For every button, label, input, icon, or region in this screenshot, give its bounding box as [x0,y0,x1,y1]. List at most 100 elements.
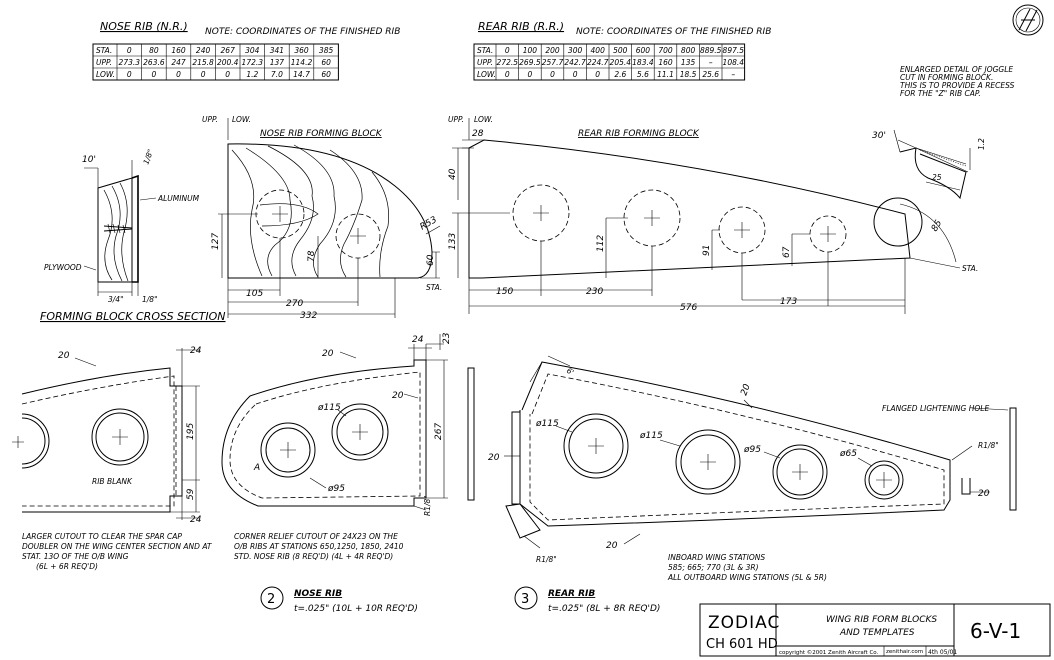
table-cell: – [731,70,735,79]
table-row-label: LOW. [96,70,115,79]
rear-table-note: NOTE: COORDINATES OF THE FINISHED RIB [576,27,771,37]
table-cell: 224.7 [587,58,609,67]
table-cell: 114.2 [291,58,313,67]
rear-rib-stations-2: 585; 665; 770 (3L & 3R) [668,563,759,572]
nose-rib-note-2: O/B RIBS AT STATIONS 650,1250, 1850, 241… [234,542,404,551]
rear-block-outline [468,139,911,279]
table-cell: 60 [321,70,331,79]
table-cell: 267 [221,46,236,55]
joggle-note-4: FOR THE "Z" RIB CAP. [900,89,981,98]
table-cell: 600 [636,46,651,55]
nose-dim-105: 105 [246,289,263,299]
rear-block-title: REAR RIB FORMING BLOCK [578,129,700,139]
nose-rib-template: 20 24 23 20 ø115 ø95 267 A R1/8" CORNER … [221,332,475,614]
nose-rib-title: NOSE RIB [294,589,342,599]
rear-rib-spec: t=.025" (8L + 8R REQ'D) [548,604,660,614]
rear-rib-title: REAR RIB [548,589,595,599]
nose-sta-label: STA. [426,283,442,292]
rib-blank-note-2: DOUBLER ON THE WING CENTER SECTION AND A… [22,542,213,551]
nose-rib-corner-a: A [253,463,260,473]
rear-rib-hole-3 [772,444,828,500]
table-cell: 257.7 [542,58,564,67]
joggle-detail-circle [873,197,923,247]
table-cell: 2.6 [614,70,626,79]
table-cell: 889.5 [700,46,722,55]
rib-blank-outline [21,367,183,513]
table-row-label: UPP. [477,58,493,67]
nose-rib-dim-20b: 20 [392,391,404,401]
table-cell: 273.3 [119,58,141,67]
table-row-label: UPP. [96,58,112,67]
table-row-label: LOW. [477,70,496,79]
title-model: CH 601 HD [706,637,778,652]
rear-rib-r18a: R1/8" [978,441,999,450]
table-cell: 0 [505,70,510,79]
joggle-note-1: ENLARGED DETAIL OF JOGGLE [900,65,1013,74]
rear-dim-91: 91 [702,245,712,256]
table-cell: 263.6 [143,58,165,67]
nose-low-label: LOW. [232,115,251,124]
rear-low-label: LOW. [474,115,493,124]
nose-dim-78: 78 [307,250,317,262]
table-cell: 0 [595,70,600,79]
table-row-label: STA. [477,46,493,55]
rear-dim-150: 150 [496,287,513,297]
cross-dim-1-8: 1/8" [142,295,158,304]
nose-dim-127: 127 [211,233,221,250]
aluminum-label: ALUMINUM [157,194,200,203]
table-cell: 60 [321,58,331,67]
nose-rib-dim-267: 267 [434,423,444,440]
cross-dim-3-4: 3/4" [108,295,124,304]
nose-rib-hole-small [260,422,316,478]
nose-dim-r53: R53 [419,215,440,233]
title-line-1: WING RIB FORM BLOCKS [826,615,937,625]
nose-dim-332: 332 [300,311,317,321]
rear-rib-number: 3 [521,592,529,607]
cross-thickness: 1/8" [141,148,155,166]
table-cell: 200 [545,46,560,55]
nose-rib-forming-block: UPP. LOW. NOSE RIB FORMING BLOCK 127 78 … [202,115,442,321]
table-cell: 18.5 [680,70,697,79]
nose-table-note: NOTE: COORDINATES OF THE FINISHED RIB [205,27,400,37]
table-cell: 0 [127,70,132,79]
table-cell: 500 [613,46,628,55]
table-cell: 25.6 [702,70,719,79]
nose-rib-hole-115: ø115 [317,403,341,413]
plywood-label: PLYWOOD [44,263,82,272]
title-line-2: AND TEMPLATES [839,628,915,638]
table-cell: 800 [681,46,696,55]
nose-block-title: NOSE RIB FORMING BLOCK [260,129,383,139]
rear-rib-dim-20b: 20 [488,453,500,463]
rear-rib-hole-4 [864,460,904,500]
rib-blank-note-3: STAT. 13O OF THE O/B WING [22,552,129,561]
rear-rib-flange-label: FLANGED LIGHTENING HOLE [882,404,989,413]
nose-rib-note-1: CORNER RELIEF CUTOUT OF 24X23 ON THE [234,532,398,541]
joggle-detail: ENLARGED DETAIL OF JOGGLE CUT IN FORMING… [872,65,1015,200]
table-cell: 385 [319,46,334,55]
cross-section-detail: 10' 1/8" ALUMINUM PLYWOOD 3/4" 1/8" FORM… [40,148,226,323]
screw-icon [103,225,133,232]
rear-dim-112: 112 [596,235,606,252]
rib-blank-label: RIB BLANK [92,477,133,486]
table-cell: 215.8 [192,58,214,67]
joggle-angle: 30' [872,131,886,141]
nose-rib-dim-23: 23 [442,332,452,344]
rear-rib-outline [519,361,951,527]
nose-rib-number-circle [260,586,284,610]
table-cell: 0 [201,70,206,79]
rear-dim-133: 133 [448,233,458,250]
joggle-note-3: THIS IS TO PROVIDE A RECESS [900,81,1015,90]
rear-rib-stations-3: ALL OUTBOARD WING STATIONS (5L & 5R) [667,573,827,582]
table-cell: 1.2 [246,70,258,79]
table-cell: 0 [573,70,578,79]
table-cell: 247 [171,58,186,67]
nose-table-title: NOSE RIB (N.R.) [100,20,188,33]
rear-dim-173: 173 [780,297,797,307]
rear-rib-forming-block: UPP. LOW. REAR RIB FORMING BLOCK 28 40 1… [448,115,978,314]
title-site: zenithair.com [886,649,923,655]
nose-rib-dim-20a: 20 [322,349,334,359]
rib-blank-dim-24b: 24 [190,515,202,525]
table-cell: 300 [568,46,583,55]
rear-dim-576: 576 [680,303,697,313]
table-cell: 183.4 [632,58,654,67]
